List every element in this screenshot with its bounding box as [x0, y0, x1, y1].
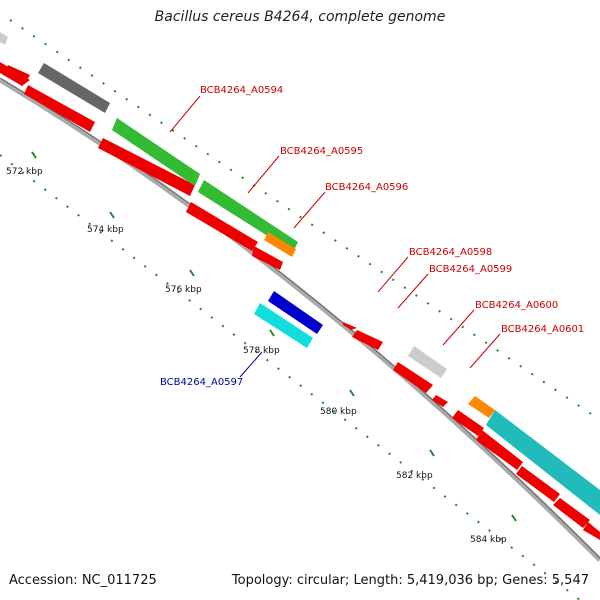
dark-gray-feature — [38, 63, 110, 113]
cds-feature — [393, 362, 433, 393]
cds-feature — [432, 395, 448, 407]
teal-feature — [486, 410, 600, 515]
gene-label: BCB4264_A0594 — [200, 85, 283, 96]
scale-track-outer — [9, 19, 600, 421]
tick-label: 584 kbp — [470, 535, 507, 545]
cds-feature — [352, 330, 383, 350]
green-feature — [112, 118, 200, 186]
cds-feature — [24, 85, 95, 132]
orange-feature — [264, 232, 296, 257]
gene-leader-lines — [169, 95, 501, 378]
gene-label: BCB4264_A0597 — [160, 377, 243, 388]
gene-label: BCB4264_A0599 — [429, 264, 512, 275]
cds-feature — [98, 138, 195, 196]
tick-label: 572 kbp — [6, 167, 43, 177]
accession-label: Accession: NC_011725 — [9, 573, 157, 588]
scale-track-inner — [0, 154, 581, 600]
map-title: Bacillus cereus B4264, complete genome — [154, 9, 446, 25]
scale-tick-labels: 572 kbp 574 kbp 576 kbp 578 kbp 580 kbp … — [6, 167, 507, 545]
scale-ticks — [31, 151, 517, 522]
feature-track-forward — [0, 62, 600, 540]
cds-feature — [553, 498, 590, 528]
gene-labels: BCB4264_A0594 BCB4264_A0595 BCB4264_A059… — [160, 85, 584, 388]
gene-label: BCB4264_A0596 — [325, 182, 408, 193]
genome-backbone — [0, 77, 600, 562]
tick-label: 580 kbp — [320, 407, 357, 417]
gray-feature — [408, 346, 447, 378]
tick-label: 574 kbp — [87, 225, 124, 235]
cds-feature — [583, 522, 600, 540]
blue-feature — [268, 291, 323, 334]
gene-label: BCB4264_A0600 — [475, 300, 558, 311]
gray-feature — [0, 32, 8, 45]
cds-feature — [343, 322, 357, 330]
cyan-feature — [254, 303, 313, 348]
cds-feature — [252, 246, 283, 270]
tick-label: 578 kbp — [243, 346, 280, 356]
cds-feature — [476, 430, 523, 470]
feature-track-misc — [0, 32, 600, 515]
tick-label: 582 kbp — [396, 471, 433, 481]
green-feature — [198, 180, 298, 252]
orange-feature — [468, 396, 495, 418]
cds-feature — [186, 202, 258, 251]
tick-label: 576 kbp — [165, 285, 202, 295]
gene-label: BCB4264_A0595 — [280, 146, 363, 157]
genome-summary: Topology: circular; Length: 5,419,036 bp… — [231, 573, 589, 588]
cds-feature — [452, 410, 484, 436]
cds-feature — [516, 466, 560, 502]
gene-label: BCB4264_A0601 — [501, 324, 584, 335]
cds-feature — [4, 65, 30, 82]
gene-label: BCB4264_A0598 — [409, 247, 492, 258]
